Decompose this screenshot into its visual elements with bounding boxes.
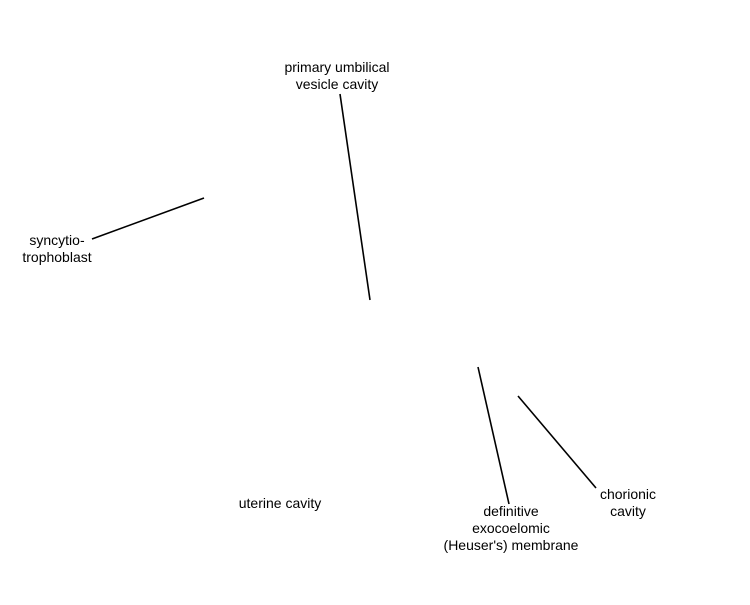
label-line: uterine cavity	[238, 495, 322, 511]
label-uterine-cavity: uterine cavity	[232, 495, 328, 512]
label-primary-umbilical-vesicle-cavity: primary umbilical vesicle cavity	[277, 59, 397, 93]
label-line: (Heuser's) membrane	[443, 537, 579, 553]
leader-line-primary-umbilical-vesicle-cavity	[339, 93, 371, 301]
label-definitive-exocoelomic-membrane: definitive exocoelomic (Heuser's) membra…	[436, 503, 586, 554]
label-line: definitive	[483, 503, 539, 519]
label-line: vesicle cavity	[295, 76, 379, 92]
label-line: syncytio-	[29, 232, 85, 248]
leader-line-definitive-exocoelomic-membrane	[477, 366, 510, 505]
label-line: chorionic	[599, 486, 657, 502]
leader-line-syncytiotrophoblast	[91, 197, 205, 240]
label-syncytiotrophoblast: syncytio- trophoblast	[12, 232, 102, 266]
label-line: cavity	[610, 503, 646, 519]
label-line: exocoelomic	[472, 520, 550, 536]
leader-line-chorionic-cavity	[517, 395, 597, 489]
label-line: primary umbilical	[284, 59, 390, 75]
label-line: trophoblast	[22, 249, 92, 265]
label-chorionic-cavity: chorionic cavity	[588, 486, 668, 520]
